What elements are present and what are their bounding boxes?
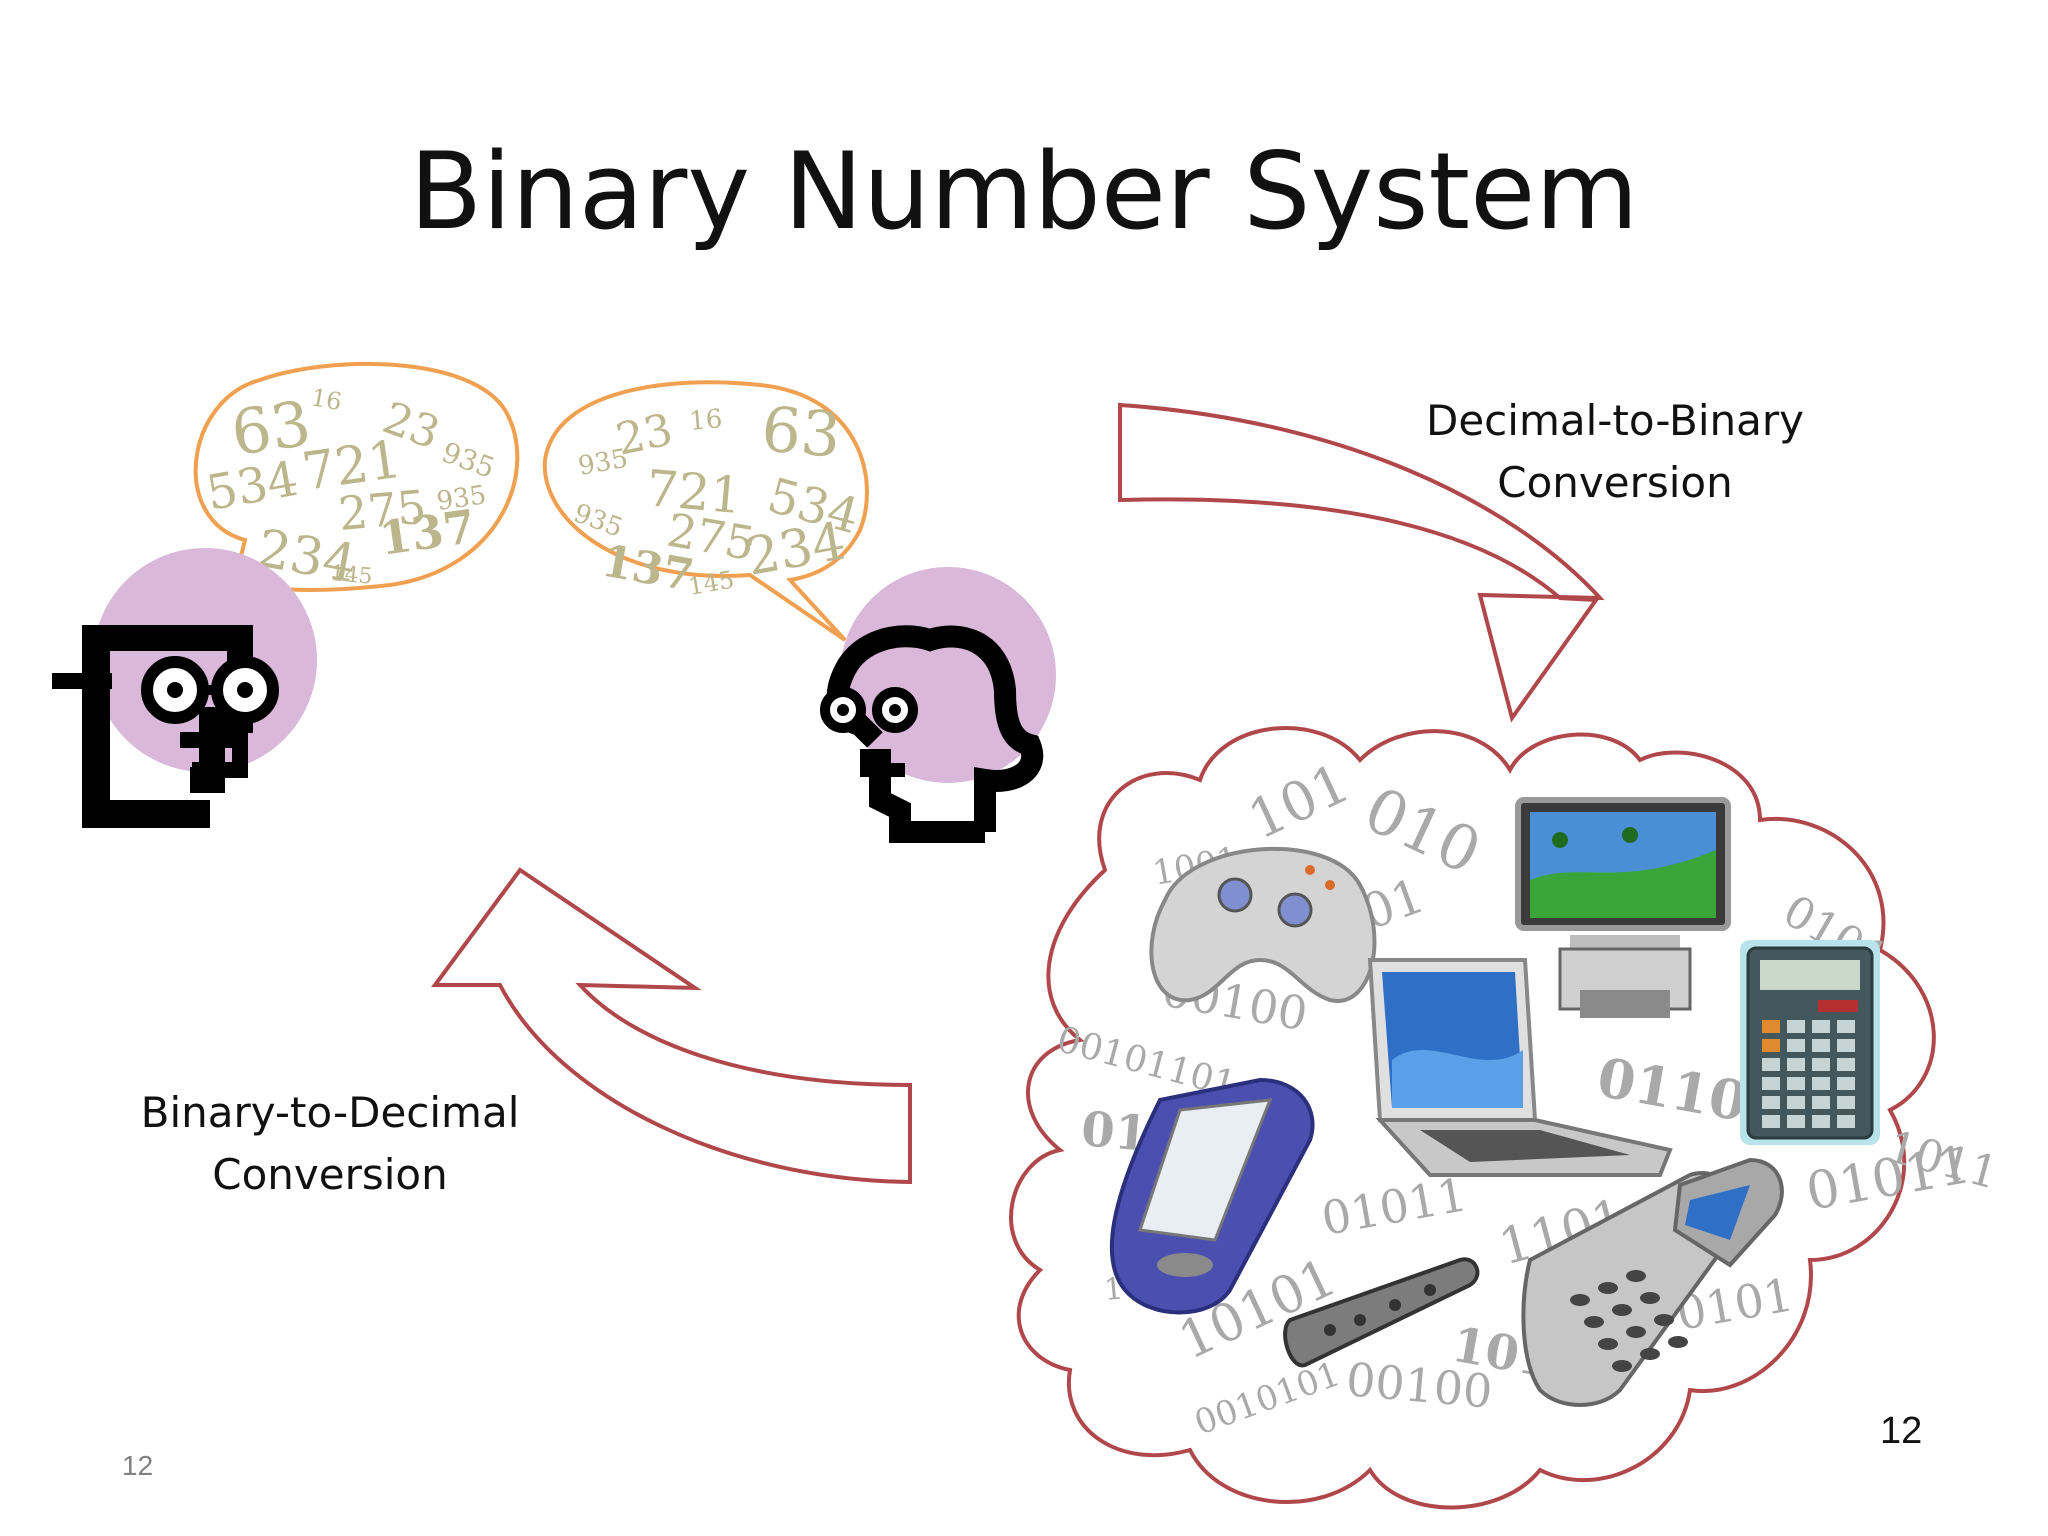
phone-key [1612,1304,1632,1316]
calculator-key [1787,1058,1805,1071]
phone-key [1626,1270,1646,1282]
slide-number: 12 [1880,1410,1923,1452]
bubble-left-number-1: 16 [309,383,344,416]
phone-key [1584,1316,1604,1328]
calculator-key [1837,1058,1855,1071]
binary-to-decimal-caption-line-2: Conversion [212,1150,448,1199]
phone-key [1598,1282,1618,1294]
calculator-key [1812,1115,1830,1128]
phone-key [1640,1348,1660,1360]
binary-to-decimal-caption-line-1: Binary-to-Decimal [140,1088,520,1137]
calculator-key [1812,1058,1830,1071]
calculator-key [1837,1039,1855,1052]
bubble-left-number-10: 137 [376,499,479,566]
bubble-left-number-7: 935 [435,480,488,517]
binary-to-decimal-caption: Binary-to-Decimal Conversion [100,1082,560,1206]
decimal-to-binary-arrow [1118,402,1605,723]
calculator-key [1762,1058,1780,1071]
phone-key [1640,1292,1660,1304]
calculator-key [1787,1039,1805,1052]
calculator-key [1812,1077,1830,1090]
calculator-key [1837,1077,1855,1090]
calculator-icon [1740,940,1880,1145]
calculator-key [1787,1096,1805,1109]
calculator-key [1762,1020,1780,1033]
bubble-right-number-4: 721 [644,459,744,525]
calculator-key [1762,1115,1780,1128]
slide-number-footer: 12 [122,1450,154,1481]
calculator-key [1837,1115,1855,1128]
calculator-key [1762,1077,1780,1090]
bubble-left-number-5: 721 [298,430,405,503]
phone-key [1668,1336,1688,1348]
phone-key [1598,1338,1618,1350]
calculator-key [1787,1020,1805,1033]
calculator-key [1762,1096,1780,1109]
bubble-left-number-0: 63 [227,387,315,470]
bubble-right-number-3: 63 [759,392,844,472]
laptop-icon [1367,958,1673,1177]
calculator-key [1812,1020,1830,1033]
calculator-key [1812,1039,1830,1052]
phone-key [1654,1314,1674,1326]
bubble-left-number-9: 145 [329,561,373,590]
calculator-key [1787,1115,1805,1128]
phone-key [1626,1326,1646,1338]
cloud-number-13: 00100 [1344,1352,1494,1419]
bubble-right-number-1: 23 [612,404,677,466]
decimal-to-binary-caption-line-2: Conversion [1497,458,1733,507]
man-head-icon [52,548,317,828]
calculator-key [1837,1020,1855,1033]
calculator-key [1787,1077,1805,1090]
flip-phone-icon [1521,1157,1784,1407]
decimal-to-binary-caption: Decimal-to-Binary Conversion [1380,390,1850,514]
calculator-key [1762,1039,1780,1052]
binary-to-decimal-arrow [431,867,912,1185]
game-controller-icon [1149,846,1377,1003]
decimal-to-binary-caption-line-1: Decimal-to-Binary [1426,396,1804,445]
phone-key [1570,1294,1590,1306]
flat-screen-tv-icon [1515,797,1731,1018]
bubble-right-number-2: 16 [688,404,724,437]
bubble-left-number-6: 275 [336,480,428,541]
phone-key [1612,1360,1632,1372]
woman-head-icon [820,567,1056,843]
slide-title: Binary Number System [409,130,1639,253]
remote-control-icon [1283,1257,1480,1368]
calculator-key [1812,1096,1830,1109]
pda-icon [1109,1077,1315,1315]
calculator-key [1837,1096,1855,1109]
